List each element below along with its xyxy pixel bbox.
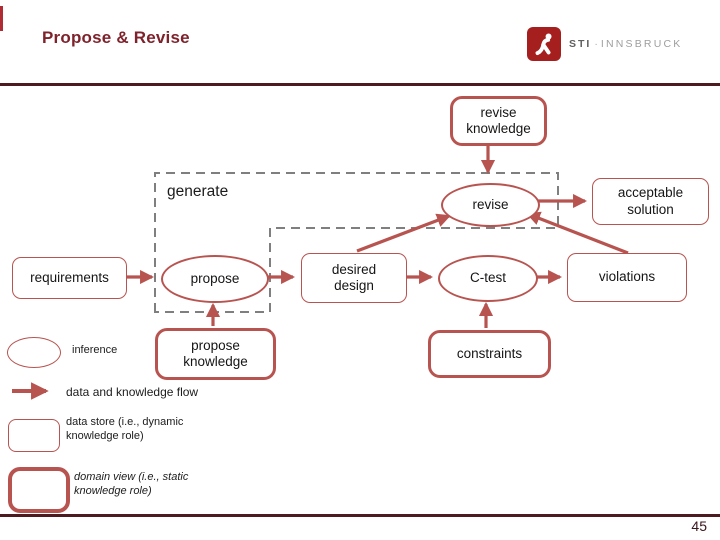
footer-rule <box>0 514 720 517</box>
sti-logo: STI · INNSBRUCK <box>527 27 683 61</box>
node-desired-design: desired design <box>301 253 407 303</box>
flow-arrows <box>12 141 629 400</box>
legend-inference-label: inference <box>72 344 118 356</box>
node-label: revise knowledge <box>466 104 531 136</box>
node-label: violations <box>598 269 656 285</box>
sti-logo-mark <box>527 27 561 61</box>
node-requirements: requirements <box>12 257 127 299</box>
logo-name: INNSBRUCK <box>600 38 683 50</box>
node-propose-knowledge: propose knowledge <box>155 328 276 380</box>
legend-flow-label: data and knowledge flow <box>66 385 199 399</box>
group-label-generate: generate <box>167 183 229 200</box>
node-label: C-test <box>469 270 506 286</box>
logo-abbr: STI <box>569 38 592 50</box>
logo-separator: · <box>594 38 598 50</box>
node-label: acceptable solution <box>617 185 684 217</box>
node-label: revise <box>472 196 509 212</box>
node-label: constraints <box>456 345 523 361</box>
runner-icon <box>535 33 552 56</box>
generate-group-outline <box>154 172 559 313</box>
page-title: Propose & Revise <box>42 28 190 47</box>
node-violations: violations <box>567 253 687 302</box>
node-acceptable-solution: acceptable solution <box>592 178 709 225</box>
left-accent-bar <box>0 6 3 31</box>
node-label: propose knowledge <box>183 337 248 369</box>
sti-logo-text: STI · INNSBRUCK <box>569 38 683 50</box>
arrow-violations-to-revise <box>526 211 629 255</box>
node-label: requirements <box>30 269 109 285</box>
node-propose: propose <box>161 255 269 303</box>
node-revise: revise <box>441 183 540 227</box>
legend-domain-view-shape <box>8 467 70 513</box>
legend-inference-ellipse <box>7 337 61 368</box>
node-revise-knowledge: revise knowledge <box>450 96 547 146</box>
arrow-desired-design-to-revise <box>356 213 451 253</box>
page-number: 45 <box>691 518 707 534</box>
legend-domain-view-label: domain view (i.e., static knowledge role… <box>74 471 189 498</box>
legend-data-store-shape <box>8 419 60 452</box>
header-rule <box>0 83 720 86</box>
node-c-test: C-test <box>438 255 538 302</box>
node-label: desired design <box>331 261 377 293</box>
node-constraints: constraints <box>428 330 551 378</box>
legend-data-store-label: data store (i.e., dynamic knowledge role… <box>66 416 184 443</box>
node-label: propose <box>190 270 240 286</box>
